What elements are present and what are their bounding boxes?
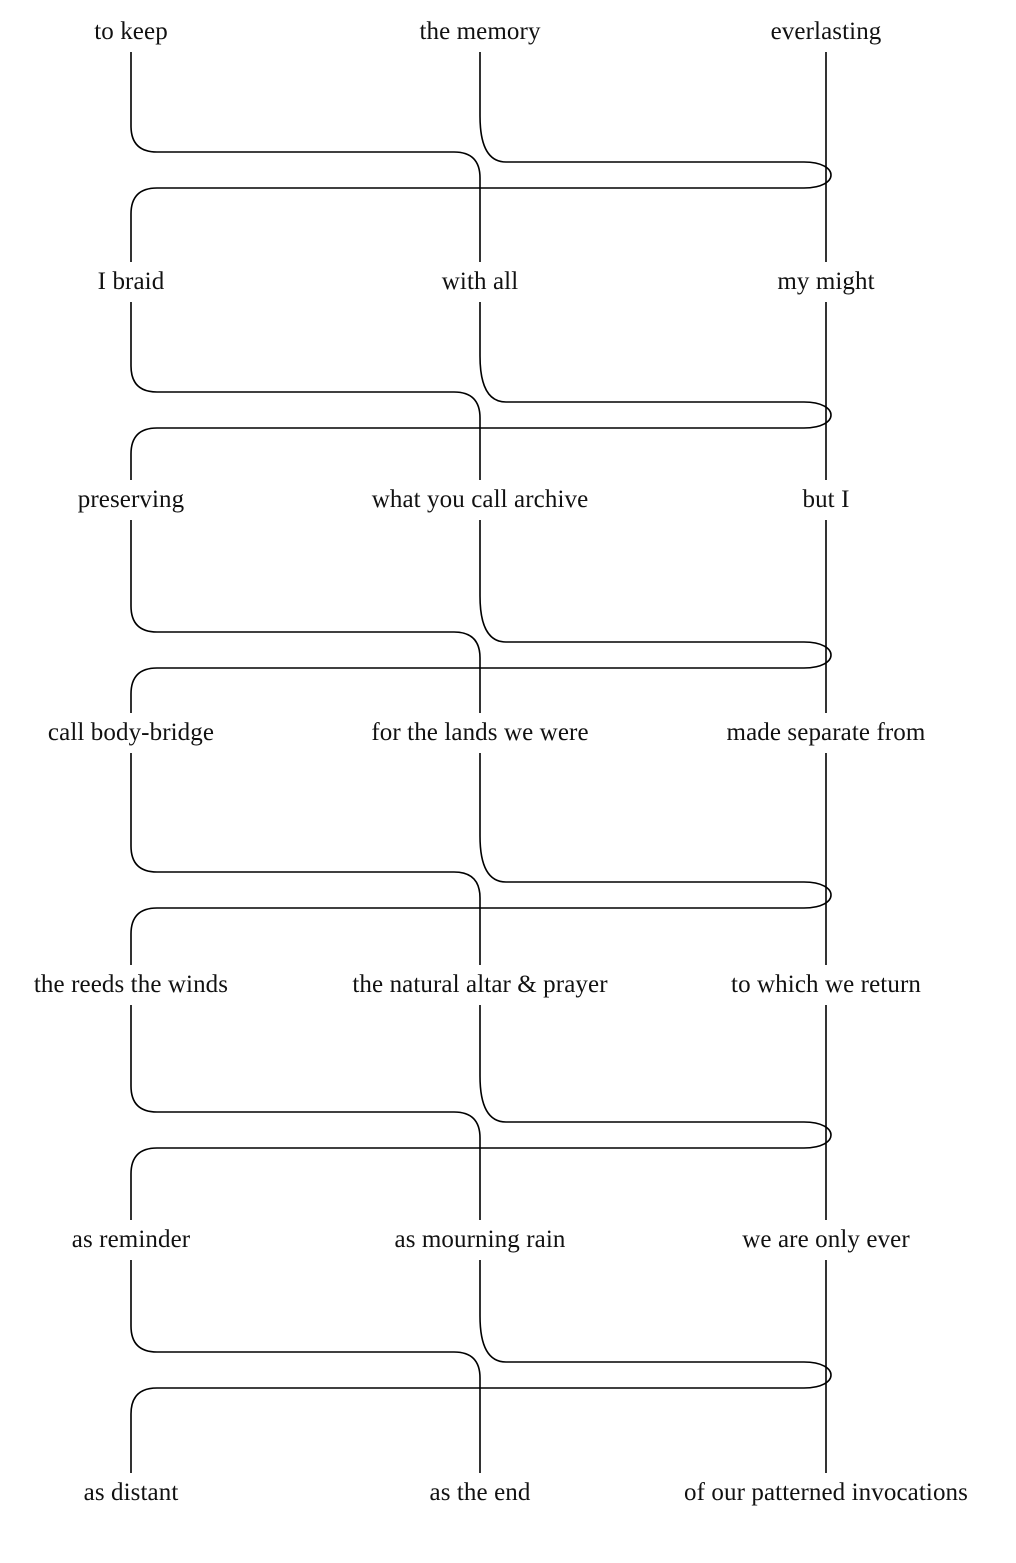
poem-cell: to which we return	[731, 971, 921, 998]
braid-strand-left-to-mid	[130, 52, 481, 262]
braid-strand-left-to-mid	[130, 302, 481, 480]
braid-strand-mid-to-right-return-left	[130, 753, 832, 965]
poem-cell: we are only ever	[742, 1226, 910, 1253]
braid-strand-left-to-mid	[130, 520, 481, 713]
poem-cell: the memory	[419, 18, 541, 45]
braid-strand-mid-to-right-return-left	[130, 52, 832, 262]
poem-cell: as reminder	[71, 1226, 191, 1253]
poem-cell: call body-bridge	[47, 719, 215, 746]
poem-cell: as the end	[429, 1479, 531, 1506]
braid-strand-mid-to-right-return-left	[130, 520, 832, 713]
poem-cell: my might	[777, 268, 875, 295]
poem-cell: I braid	[97, 268, 165, 295]
braid-path-group	[130, 52, 832, 1473]
poem-cell: the natural altar & prayer	[352, 971, 608, 998]
poem-cell: of our patterned invocations	[684, 1479, 968, 1506]
poem-cell: preserving	[77, 486, 185, 513]
poem-cell: everlasting	[770, 18, 882, 45]
braid-strand-left-to-mid	[130, 1005, 481, 1220]
braid-strand-left-to-mid	[130, 753, 481, 965]
poem-cell: as distant	[83, 1479, 179, 1506]
poem-cell: as mourning rain	[394, 1226, 566, 1253]
poem-cell: to keep	[94, 18, 168, 45]
braid-strand-mid-to-right-return-left	[130, 1260, 832, 1473]
poem-cell: with all	[441, 268, 519, 295]
poem-cell: what you call archive	[371, 486, 589, 513]
braid-strand-left-to-mid	[130, 1260, 481, 1473]
braid-strand-mid-to-right-return-left	[130, 1005, 832, 1220]
poem-cell: the reeds the winds	[33, 971, 229, 998]
braid-strand-mid-to-right-return-left	[130, 302, 832, 480]
poem-cell: made separate from	[726, 719, 926, 746]
poem-cell: for the lands we were	[371, 719, 589, 746]
poem-cell: but I	[802, 486, 850, 513]
